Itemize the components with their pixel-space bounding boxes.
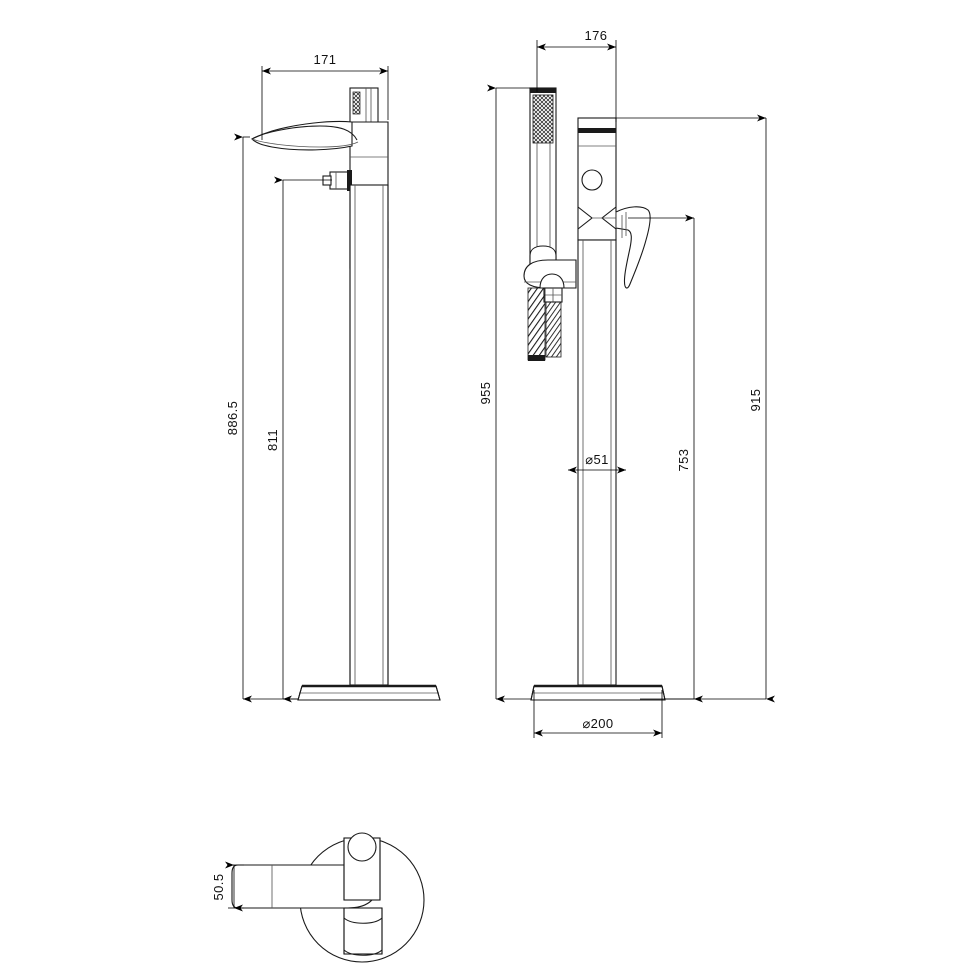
front-body-head (349, 121, 389, 186)
dim-label-50-5: 50.5 (211, 874, 226, 901)
side-valve-body (577, 117, 617, 241)
side-base-plate (530, 684, 666, 701)
dimension-955: 955 (478, 84, 531, 703)
plan-view (231, 832, 425, 963)
front-top-knob (349, 87, 379, 124)
front-base-plate (297, 684, 441, 701)
dim-label-176: 176 (585, 28, 608, 43)
dimension-915: 915 (616, 114, 775, 703)
dim-label-915: 915 (748, 389, 763, 412)
plan-handle-boss (343, 907, 383, 956)
side-elevation-view (523, 87, 666, 701)
side-handset-bracket (523, 259, 577, 303)
dimension-753: 753 (628, 214, 703, 703)
side-shower-hose (527, 287, 562, 361)
dim-label-diameter-51: ⌀51 (585, 452, 609, 467)
side-riser-column (577, 239, 617, 686)
front-elevation-view (251, 87, 441, 701)
dimension-811: 811 (265, 176, 332, 703)
front-spout (251, 120, 359, 151)
dimension-50-5: 50.5 (211, 861, 244, 912)
front-riser-column (349, 184, 389, 686)
dim-label-753: 753 (676, 449, 691, 472)
dim-label-955: 955 (478, 382, 493, 405)
dimension-diameter-51: ⌀51 (568, 452, 626, 474)
dim-label-diameter-200: ⌀200 (582, 716, 613, 731)
dimension-886-5: 886.5 (225, 133, 298, 703)
front-diverter-outlet (322, 170, 352, 191)
dimension-171: 171 (261, 52, 389, 140)
dim-label-811: 811 (265, 429, 280, 451)
plan-riser-column (343, 832, 381, 901)
side-lever-handle (615, 206, 651, 289)
dimension-176: 176 (536, 28, 617, 122)
dim-label-886-5: 886.5 (225, 401, 240, 436)
dim-label-171: 171 (314, 52, 337, 67)
side-handset (529, 87, 557, 271)
dimension-diameter-200: ⌀200 (533, 690, 663, 738)
